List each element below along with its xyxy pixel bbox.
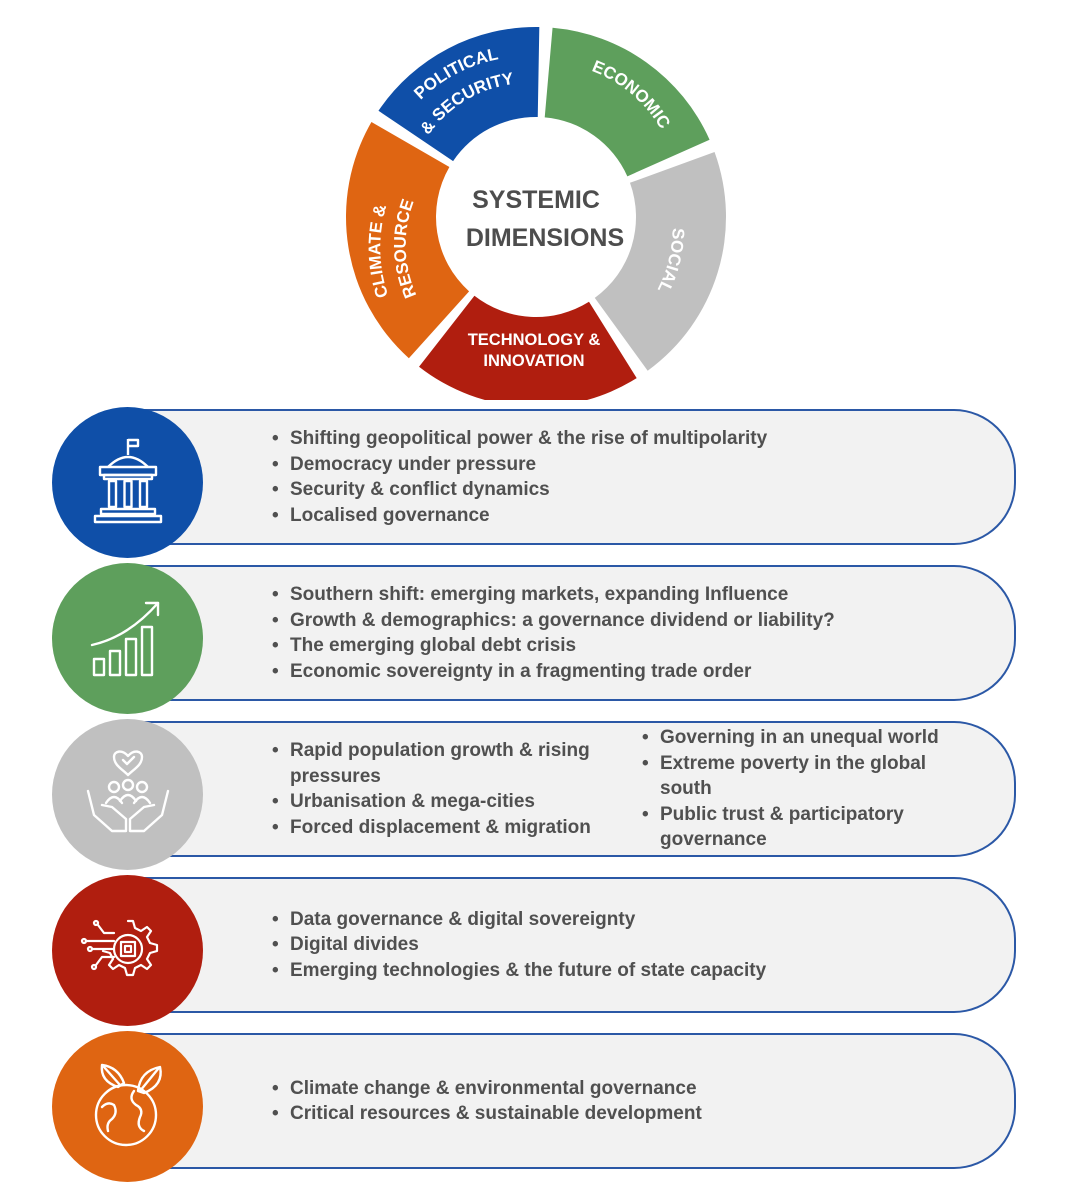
list-item: Extreme poverty in the global south	[640, 751, 980, 802]
list-item: Rapid population growth & rising pressur…	[270, 738, 600, 789]
community-care-icon	[52, 719, 203, 870]
segment-social	[594, 152, 727, 371]
dimension-row-climate: Climate change & environmental governanc…	[0, 1031, 1073, 1182]
list-item: Critical resources & sustainable develop…	[270, 1101, 702, 1127]
dimension-bullets: Southern shift: emerging markets, expand…	[270, 565, 835, 701]
dimension-row-economic: Southern shift: emerging markets, expand…	[0, 563, 1073, 714]
bullet-list: Rapid population growth & rising pressur…	[270, 738, 600, 840]
dimension-bullets: Shifting geopolitical power & the rise o…	[270, 409, 767, 545]
list-item: Security & conflict dynamics	[270, 477, 767, 503]
dimension-bullets: Climate change & environmental governanc…	[270, 1033, 702, 1169]
wheel-center-title-line2: DIMENSIONS	[466, 224, 624, 252]
segment-label-technology-2: INNOVATION	[483, 352, 584, 370]
systemic-dimensions-wheel: SYSTEMIC DIMENSIONS POLITICAL & SECURITY…	[346, 27, 727, 400]
bullet-list: Southern shift: emerging markets, expand…	[270, 582, 835, 684]
dimension-bullets: Rapid population growth & rising pressur…	[270, 721, 980, 857]
bullet-list: Climate change & environmental governanc…	[270, 1076, 702, 1127]
chip-gear-icon	[52, 875, 203, 1026]
dimension-bullets: Data governance & digital sovereignty Di…	[270, 877, 766, 1013]
segment-climate	[346, 122, 470, 359]
list-item: Data governance & digital sovereignty	[270, 907, 766, 933]
dimension-row-social: Rapid population growth & rising pressur…	[0, 719, 1073, 870]
segment-political	[378, 27, 540, 162]
list-item: Public trust & participatory governance	[640, 802, 980, 853]
government-building-icon	[52, 407, 203, 558]
list-item: Growth & demographics: a governance divi…	[270, 608, 835, 634]
list-item: Democracy under pressure	[270, 452, 767, 478]
growth-chart-icon	[52, 563, 203, 714]
list-item: Digital divides	[270, 932, 766, 958]
bullet-list: Shifting geopolitical power & the rise o…	[270, 426, 767, 528]
list-item: Economic sovereignty in a fragmenting tr…	[270, 659, 835, 685]
segment-label-technology-1: TECHNOLOGY &	[468, 331, 601, 349]
earth-leaves-icon	[52, 1031, 203, 1182]
bullet-list: Data governance & digital sovereignty Di…	[270, 907, 766, 984]
list-item: Southern shift: emerging markets, expand…	[270, 582, 835, 608]
list-item: Urbanisation & mega-cities	[270, 789, 600, 815]
list-item: Forced displacement & migration	[270, 815, 600, 841]
list-item: The emerging global debt crisis	[270, 633, 835, 659]
dimension-row-technology: Data governance & digital sovereignty Di…	[0, 875, 1073, 1026]
list-item: Localised governance	[270, 503, 767, 529]
dimension-row-political: Shifting geopolitical power & the rise o…	[0, 407, 1073, 558]
segment-economic	[544, 27, 710, 177]
segment-technology	[419, 295, 637, 400]
list-item: Emerging technologies & the future of st…	[270, 958, 766, 984]
wheel-center-title-line1: SYSTEMIC	[472, 186, 600, 214]
list-item: Governing in an unequal world	[640, 725, 980, 751]
list-item: Climate change & environmental governanc…	[270, 1076, 702, 1102]
bullet-list: Governing in an unequal world Extreme po…	[640, 725, 980, 853]
list-item: Shifting geopolitical power & the rise o…	[270, 426, 767, 452]
